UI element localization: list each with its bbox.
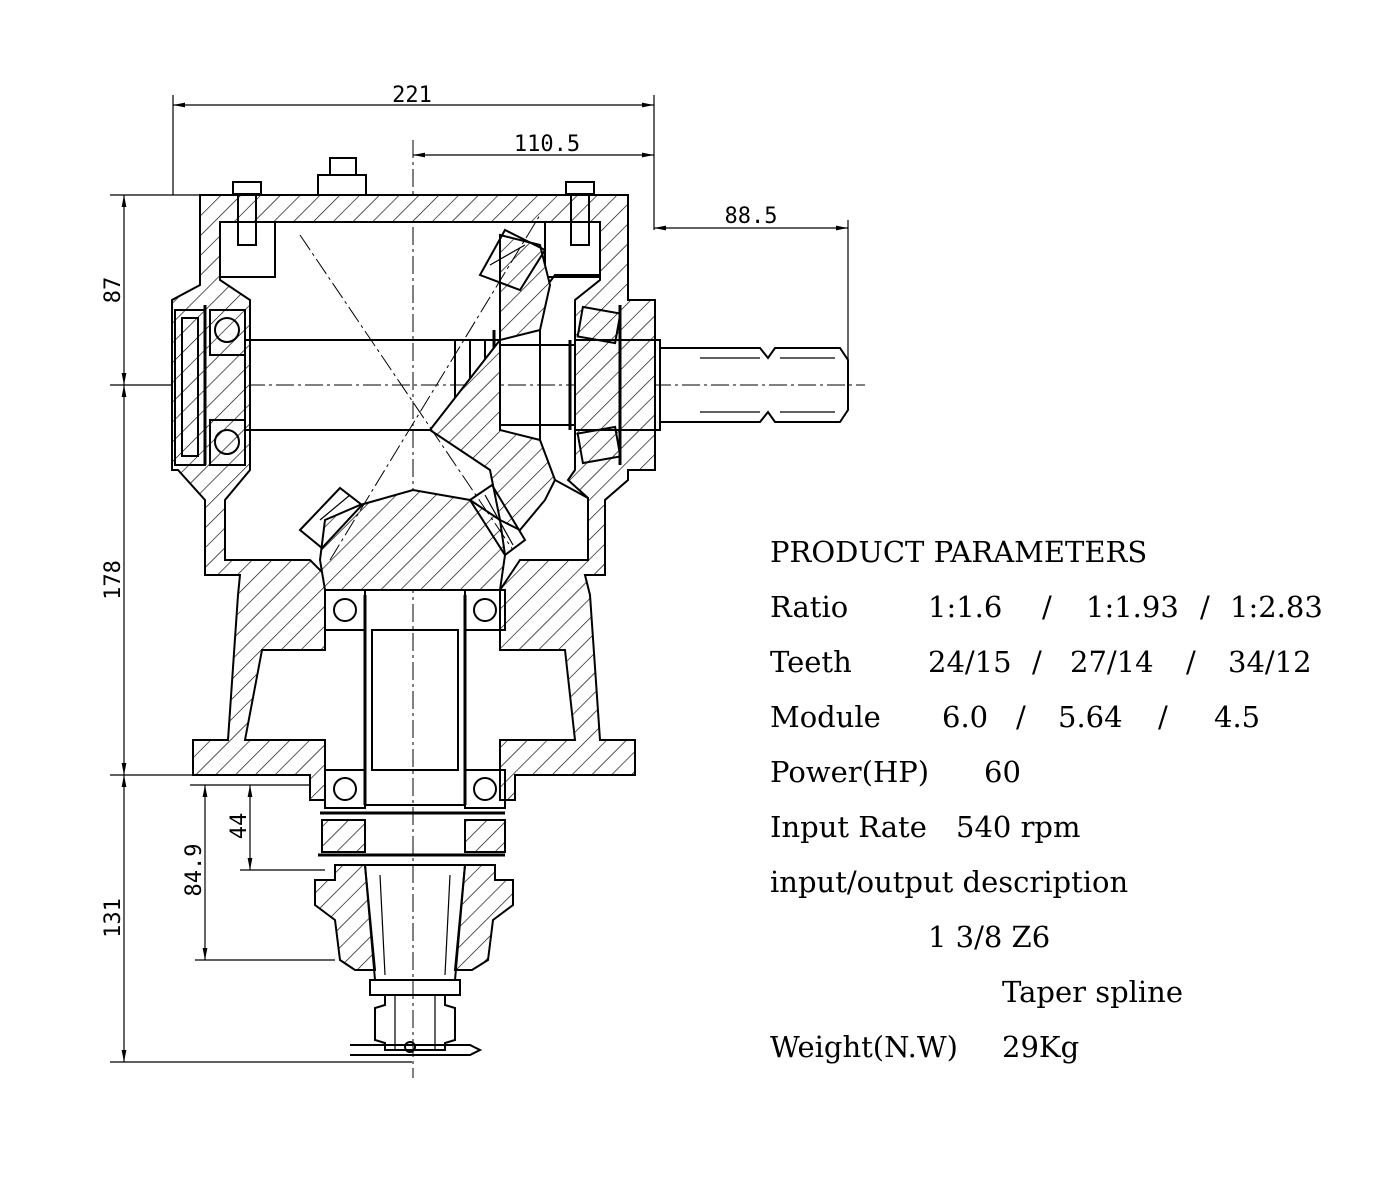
spline-shaft-end bbox=[659, 347, 849, 423]
product-parameters-panel: PRODUCT PARAMETERS Ratio 1:1.6 / 1:1.93 … bbox=[770, 535, 1370, 1085]
weight-label: Weight(N.W) bbox=[770, 1030, 958, 1064]
io-description-label: input/output description bbox=[770, 865, 1129, 899]
ratio-value-1: 1:1.6 bbox=[928, 590, 1003, 624]
weight-row: Weight(N.W) 29Kg bbox=[770, 1030, 1370, 1085]
module-separator-1: / bbox=[1016, 700, 1026, 734]
dimension-output-offsets: 44 84.9 bbox=[182, 784, 335, 961]
weight-value: 29Kg bbox=[1002, 1030, 1080, 1064]
input-rate-row: Input Rate 540 rpm bbox=[770, 810, 1370, 865]
teeth-label: Teeth bbox=[770, 645, 852, 679]
io-description-row: input/output description bbox=[770, 865, 1370, 920]
dim-label-221: 221 bbox=[392, 83, 432, 108]
power-value: 60 bbox=[984, 755, 1021, 789]
left-bearing-assembly bbox=[174, 305, 246, 466]
io-description-line2-row: Taper spline bbox=[770, 975, 1370, 1030]
dim-label-178: 178 bbox=[101, 560, 126, 600]
teeth-value-1: 24/15 bbox=[928, 645, 1012, 679]
teeth-row: Teeth 24/15 / 27/14 / 34/12 bbox=[770, 645, 1370, 700]
io-description-line1-row: 1 3/8 Z6 bbox=[770, 920, 1370, 975]
module-value-1: 6.0 bbox=[942, 700, 989, 734]
gear-construction-lines bbox=[299, 214, 541, 561]
parameters-heading: PRODUCT PARAMETERS bbox=[770, 535, 1148, 569]
io-description-line1: 1 3/8 Z6 bbox=[928, 920, 1051, 954]
dim-label-84-9: 84.9 bbox=[182, 844, 207, 897]
input-rate-label: Input Rate bbox=[770, 810, 927, 844]
dim-label-110-5: 110.5 bbox=[514, 132, 580, 157]
dimension-88-5: 88.5 bbox=[654, 204, 849, 360]
parameters-heading-row: PRODUCT PARAMETERS bbox=[770, 535, 1370, 590]
dimension-221: 221 bbox=[172, 83, 655, 230]
ratio-value-3: 1:2.83 bbox=[1230, 590, 1323, 624]
castle-nut bbox=[374, 994, 456, 1051]
dim-label-44: 44 bbox=[227, 813, 252, 840]
io-description-line2: Taper spline bbox=[1002, 975, 1184, 1009]
dim-label-88-5: 88.5 bbox=[725, 204, 778, 229]
ratio-value-2: 1:1.93 bbox=[1086, 590, 1179, 624]
teeth-separator-2: / bbox=[1186, 645, 1196, 679]
dim-label-87: 87 bbox=[101, 277, 126, 304]
crown-gear bbox=[298, 483, 527, 591]
dimension-110-5: 110.5 bbox=[413, 132, 654, 158]
teeth-value-2: 27/14 bbox=[1070, 645, 1154, 679]
module-value-3: 4.5 bbox=[1214, 700, 1261, 734]
module-separator-2: / bbox=[1158, 700, 1168, 734]
output-shaft bbox=[318, 589, 506, 857]
pinion-gear bbox=[428, 228, 557, 532]
ratio-separator-1: / bbox=[1042, 590, 1052, 624]
cotter-pin bbox=[350, 1044, 483, 1056]
teeth-separator-1: / bbox=[1032, 645, 1042, 679]
input-rate-value: 540 rpm bbox=[956, 810, 1081, 844]
ratio-separator-2: / bbox=[1200, 590, 1210, 624]
module-label: Module bbox=[770, 700, 881, 734]
ratio-row: Ratio 1:1.6 / 1:1.93 / 1:2.83 bbox=[770, 590, 1370, 645]
power-row: Power(HP) 60 bbox=[770, 755, 1370, 810]
module-value-2: 5.64 bbox=[1058, 700, 1123, 734]
teeth-value-3: 34/12 bbox=[1228, 645, 1312, 679]
power-label: Power(HP) bbox=[770, 755, 930, 789]
output-taper-spline bbox=[314, 864, 514, 1056]
module-row: Module 6.0 / 5.64 / 4.5 bbox=[770, 700, 1370, 755]
dim-label-131: 131 bbox=[101, 898, 126, 938]
ratio-label: Ratio bbox=[770, 590, 849, 624]
dimension-vertical-left: 87 178 131 bbox=[101, 194, 412, 1063]
right-bearing-assembly bbox=[576, 305, 622, 465]
